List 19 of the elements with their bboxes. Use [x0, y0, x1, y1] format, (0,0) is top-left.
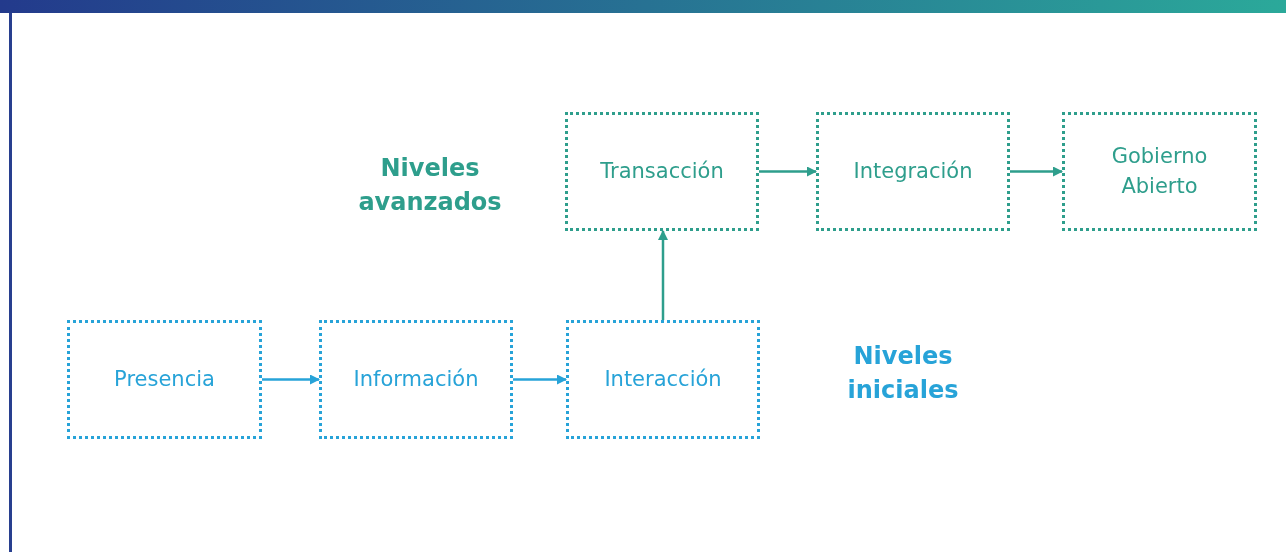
box-label: Interacción	[604, 365, 722, 393]
arrow	[759, 166, 817, 177]
level-label: Niveles iniciales	[846, 341, 960, 406]
process-box	[566, 320, 760, 439]
box-label: Transacción	[600, 157, 724, 185]
box-label: Integración	[853, 157, 973, 185]
arrow	[262, 374, 320, 385]
process-box	[816, 112, 1010, 231]
box-label: Información	[353, 365, 479, 393]
arrow	[1010, 166, 1063, 177]
box-label: Gobierno Abierto	[1110, 143, 1209, 200]
process-box	[565, 112, 759, 231]
process-box	[1062, 112, 1257, 231]
level-label: Niveles avanzados	[357, 153, 503, 218]
process-box	[319, 320, 513, 439]
arrow	[513, 374, 567, 385]
box-label: Presencia	[114, 365, 215, 393]
process-box	[67, 320, 262, 439]
arrow	[658, 230, 668, 320]
